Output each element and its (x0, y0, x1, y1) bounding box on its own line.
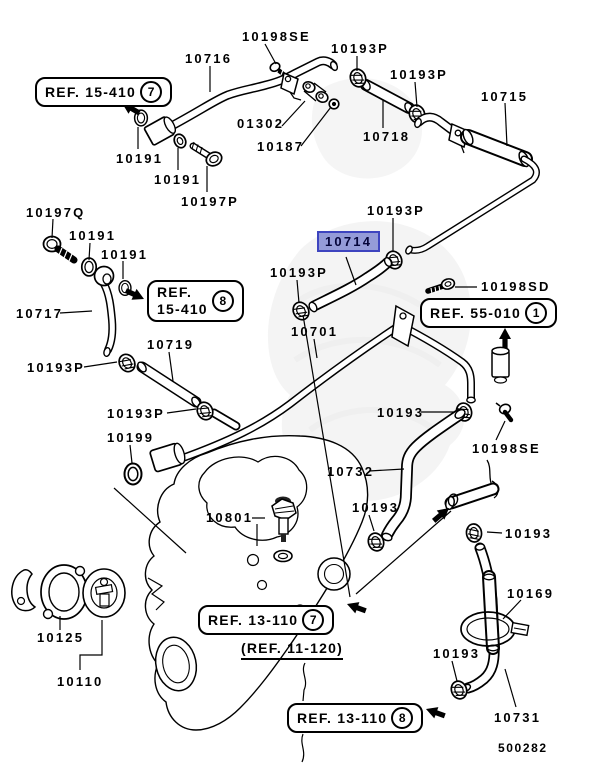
gasket-10125-drawing (11, 564, 88, 620)
ref-text: REF.15-410 (157, 284, 208, 317)
part-label-10193p-2[interactable]: 10193P (390, 67, 449, 82)
ref-text: REF. 55-010 (430, 305, 522, 321)
hose-10714-drawing (308, 257, 393, 313)
arrow-icon (499, 328, 511, 348)
clamp-10193p-drawing (115, 350, 139, 376)
part-label-10193p-3[interactable]: 10193P (367, 203, 426, 218)
clamp-10193-drawing (464, 522, 484, 544)
hose-10719-drawing (136, 361, 241, 431)
part-label-10193[interactable]: 10193 (377, 405, 425, 420)
oring-10199-drawing (123, 462, 143, 486)
part-label-10193-2[interactable]: 10193 (352, 500, 400, 515)
port-fitting-drawing (491, 346, 510, 384)
ref-label-15-410-8[interactable]: REF.15-410 8 (147, 280, 244, 322)
ref-circle-number: 1 (525, 302, 548, 324)
screw-10198sd-drawing (425, 278, 456, 295)
pipe-10716-drawing (133, 56, 339, 149)
clamp-10169-drawing (460, 611, 530, 647)
ref-text: REF. 15-410 (45, 84, 137, 100)
part-label-10191[interactable]: 10191 (116, 151, 164, 166)
ref-label-13-110-7[interactable]: REF. 13-110 7 (198, 605, 335, 635)
drawing-number: 500282 (498, 741, 548, 755)
part-label-10125[interactable]: 10125 (37, 630, 85, 645)
ref-label-11-120[interactable]: (REF. 11-120) (241, 640, 343, 660)
part-label-10716[interactable]: 10716 (185, 51, 233, 66)
part-label-10197p[interactable]: 10197P (181, 194, 240, 209)
ref-text: (REF. 11-120) (241, 640, 343, 656)
part-label-01302[interactable]: 01302 (237, 116, 285, 131)
pipe-10715-drawing (405, 112, 540, 255)
part-label-10731[interactable]: 10731 (494, 710, 542, 725)
bolt-10197p-drawing (189, 141, 223, 167)
part-label-10801[interactable]: 10801 (206, 510, 254, 525)
ref-label-13-110-8[interactable]: REF. 13-110 8 (287, 703, 424, 733)
part-label-10193p-5[interactable]: 10193P (27, 360, 86, 375)
part-label-10719[interactable]: 10719 (147, 337, 195, 352)
part-label-10732[interactable]: 10732 (327, 464, 375, 479)
pipe-10717-drawing (80, 257, 132, 358)
hose-10732-drawing (381, 409, 466, 542)
part-label-10193p-6[interactable]: 10193P (107, 406, 166, 421)
part-label-10715[interactable]: 10715 (481, 89, 529, 104)
leader-lines (51, 43, 522, 708)
part-label-10717[interactable]: 10717 (16, 306, 64, 321)
part-label-10169[interactable]: 10169 (507, 586, 555, 601)
part-label-10198se[interactable]: 10198SE (242, 29, 311, 44)
part-label-10198se-2[interactable]: 10198SE (472, 441, 541, 456)
part-label-10701[interactable]: 10701 (291, 324, 339, 339)
part-label-10191-2[interactable]: 10191 (154, 172, 202, 187)
part-label-10718[interactable]: 10718 (363, 129, 411, 144)
part-label-10193-3[interactable]: 10193 (505, 526, 553, 541)
ref-text: REF. 13-110 (297, 710, 388, 726)
part-label-10191-3[interactable]: 10191 (69, 228, 117, 243)
pipe-10701-drawing (149, 304, 510, 473)
part-label-10193p-4[interactable]: 10193P (270, 265, 329, 280)
ref-circle-number: 8 (211, 290, 234, 312)
part-label-10197q[interactable]: 10197Q (26, 205, 86, 220)
bolt-10187-drawing (328, 98, 340, 110)
ref-circle-number: 7 (302, 609, 325, 631)
part-label-10193p[interactable]: 10193P (331, 41, 390, 56)
part-label-10714-highlighted[interactable]: 10714 (317, 231, 381, 252)
ref-circle-number: 8 (391, 707, 414, 729)
stub-fitting-drawing (444, 482, 500, 511)
part-label-10199[interactable]: 10199 (107, 430, 155, 445)
part-01302-drawing (302, 81, 329, 103)
part-label-10193-4[interactable]: 10193 (433, 646, 481, 661)
oring-10191-drawing (80, 257, 98, 277)
arrow-icon (423, 703, 447, 722)
ref-label-15-410-7[interactable]: REF. 15-410 7 (35, 77, 173, 107)
hose-10731-drawing (460, 542, 530, 694)
part-label-10187[interactable]: 10187 (257, 139, 305, 154)
ref-text: REF. 13-110 (208, 612, 299, 628)
thermostat-10110-drawing (82, 568, 126, 618)
clamp-10193-drawing (448, 678, 470, 702)
ref-label-55-010-1[interactable]: REF. 55-010 1 (420, 298, 558, 328)
part-label-10191-4[interactable]: 10191 (101, 247, 149, 262)
engine-outline (144, 434, 499, 763)
part-label-10198sd[interactable]: 10198SD (481, 279, 551, 294)
arrow-icon (344, 598, 368, 617)
pipe-bracket-drawing (280, 71, 302, 101)
sensor-10801-drawing (271, 496, 297, 563)
screw-10198se-2-drawing (495, 402, 514, 423)
ref-circle-number: 7 (140, 81, 163, 103)
part-label-10110[interactable]: 10110 (57, 674, 104, 689)
